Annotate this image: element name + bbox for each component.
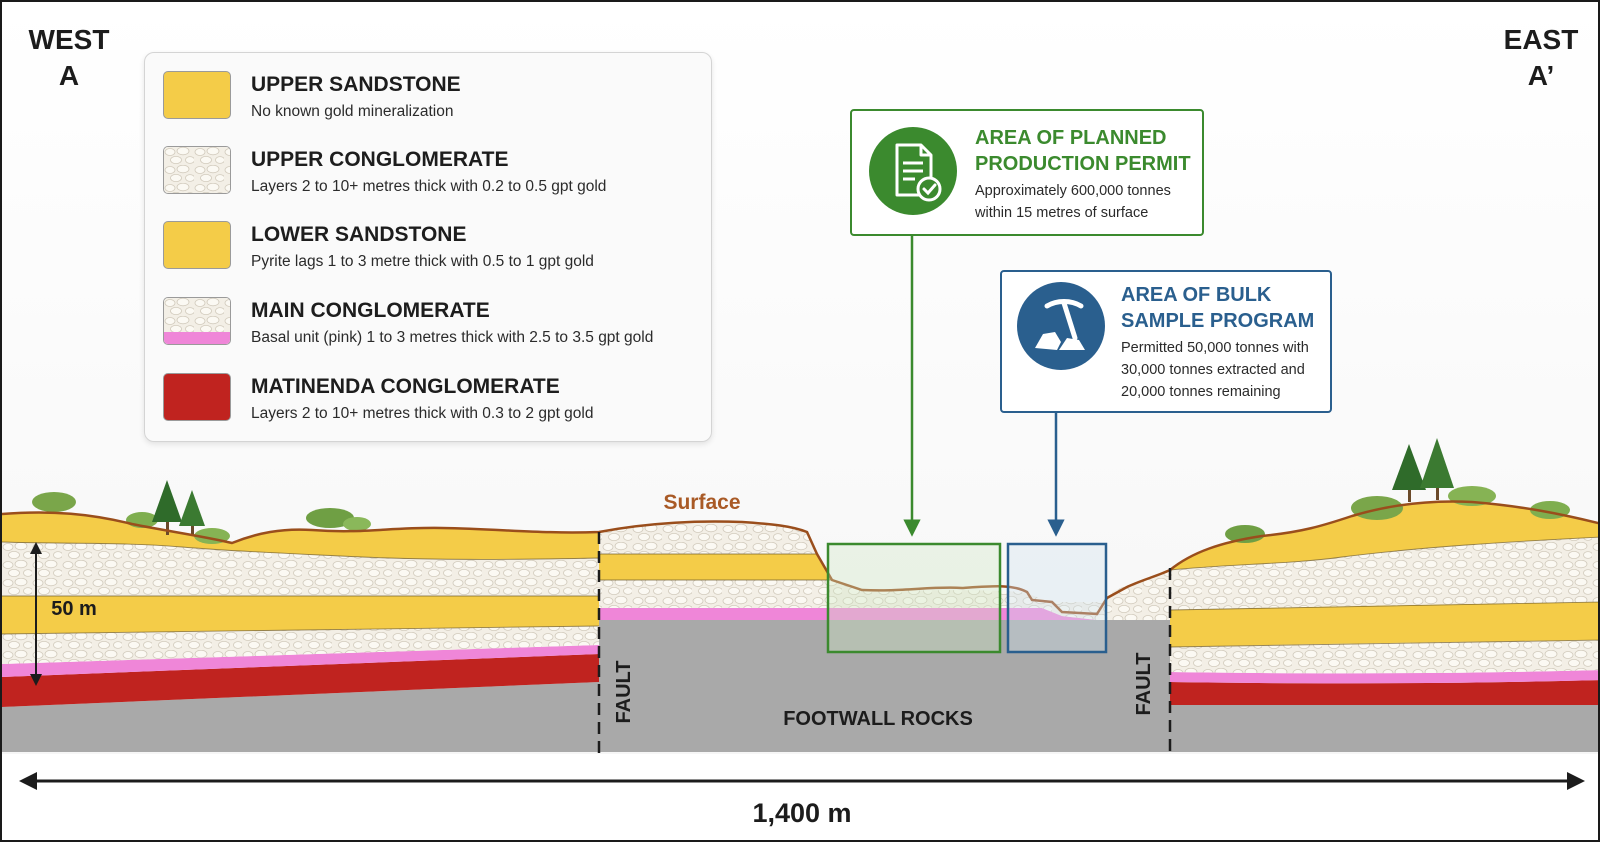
permit-title-line2: PRODUCTION PERMIT <box>975 153 1191 175</box>
bush <box>343 517 371 531</box>
bulk-area-box <box>1006 542 1108 654</box>
west-label-line1: WEST <box>28 24 110 55</box>
legend-title: MATINENDA CONGLOMERATE <box>251 375 560 398</box>
east-label-line1: EAST <box>1503 24 1579 55</box>
width-label: 1,400 m <box>752 798 851 828</box>
permit-area-box <box>826 542 1002 654</box>
east-label: EAST A’ <box>1496 22 1586 94</box>
west-block <box>2 512 599 752</box>
east-main-pink <box>1170 670 1598 684</box>
permit-desc-line1: Approximately 600,000 tonnes <box>975 183 1171 199</box>
pickaxe-rocks-icon <box>1017 282 1105 370</box>
permit-title-line1: AREA OF PLANNED <box>975 127 1167 149</box>
right-fault-label: FAULT <box>1133 653 1155 716</box>
permit-desc-line2: within 15 metres of surface <box>975 205 1149 221</box>
swatch-upper-conglomerate <box>163 146 231 194</box>
document-check-icon <box>869 127 957 215</box>
bottom-strip <box>2 754 1598 840</box>
legend-panel: UPPER SANDSTONE No known gold mineraliza… <box>144 52 712 442</box>
legend-desc: Pyrite lags 1 to 3 metre thick with 0.5 … <box>251 253 594 270</box>
tree <box>1392 444 1426 502</box>
legend-item-lower-sandstone: LOWER SANDSTONE Pyrite lags 1 to 3 metre… <box>163 221 703 279</box>
tree <box>1420 438 1454 500</box>
bulk-desc: Permitted 50,000 tonnes with 30,000 tonn… <box>1121 337 1309 403</box>
bulk-desc-line2: 30,000 tonnes extracted and <box>1121 362 1305 378</box>
west-matinenda-layer <box>2 654 599 707</box>
legend-desc: Layers 2 to 10+ metres thick with 0.2 to… <box>251 178 607 195</box>
bush <box>1225 525 1265 543</box>
bulk-callout: AREA OF BULK SAMPLE PROGRAM Permitted 50… <box>1000 270 1332 413</box>
bulk-title: AREA OF BULK SAMPLE PROGRAM <box>1121 282 1314 334</box>
west-main-conglomerate <box>2 626 599 664</box>
west-main-pink <box>2 645 599 677</box>
depth-label: 50 m <box>51 598 97 620</box>
legend-desc: Layers 2 to 10+ metres thick with 0.3 to… <box>251 405 594 422</box>
east-pit-slope <box>1112 570 1170 610</box>
legend-title: UPPER CONGLOMERATE <box>251 148 509 171</box>
permit-callout: AREA OF PLANNED PRODUCTION PERMIT Approx… <box>850 109 1204 236</box>
swatch-lower-sandstone <box>163 221 231 269</box>
bulk-desc-line3: 20,000 tonnes remaining <box>1121 384 1281 400</box>
west-label: WEST A <box>24 22 114 94</box>
swatch-upper-sandstone <box>163 71 231 119</box>
bulk-title-line2: SAMPLE PROGRAM <box>1121 310 1315 332</box>
east-block <box>1112 501 1598 752</box>
west-footwall <box>2 682 599 752</box>
surface-line <box>2 500 1598 616</box>
legend-item-main-conglomerate: MAIN CONGLOMERATE Basal unit (pink) 1 to… <box>163 297 703 355</box>
legend-title: UPPER SANDSTONE <box>251 73 461 96</box>
west-upper-sandstone <box>2 512 599 560</box>
bush <box>306 508 354 528</box>
central-lower-sandstone <box>599 554 832 580</box>
tree <box>179 490 205 536</box>
bush <box>32 492 76 512</box>
bulk-title-line1: AREA OF BULK <box>1121 284 1272 306</box>
west-lower-sandstone <box>2 596 599 634</box>
legend-title: MAIN CONGLOMERATE <box>251 299 490 322</box>
surface-label: Surface <box>663 491 740 514</box>
east-upper-conglomerate <box>1170 537 1598 610</box>
legend-item-upper-conglomerate: UPPER CONGLOMERATE Layers 2 to 10+ metre… <box>163 146 703 204</box>
central-main-conglomerate <box>599 580 1170 620</box>
east-matinenda-layer <box>1170 680 1598 705</box>
swatch-main-conglomerate <box>163 297 231 345</box>
bulk-desc-line1: Permitted 50,000 tonnes with <box>1121 340 1309 356</box>
east-label-line2: A’ <box>1527 60 1555 91</box>
permit-desc: Approximately 600,000 tonnes within 15 m… <box>975 180 1171 224</box>
legend-item-upper-sandstone: UPPER SANDSTONE No known gold mineraliza… <box>163 71 703 129</box>
legend-desc: Basal unit (pink) 1 to 3 metres thick wi… <box>251 329 654 346</box>
west-label-line2: A <box>58 60 80 91</box>
bush <box>1351 496 1403 520</box>
east-lower-sandstone <box>1170 602 1598 647</box>
legend-desc: No known gold mineralization <box>251 103 454 120</box>
swatch-matinenda-conglomerate <box>163 373 231 421</box>
legend-item-matinenda-conglomerate: MATINENDA CONGLOMERATE Layers 2 to 10+ m… <box>163 373 703 431</box>
west-upper-conglomerate <box>2 542 599 596</box>
central-main-pink <box>599 608 1170 620</box>
permit-title: AREA OF PLANNED PRODUCTION PERMIT <box>975 125 1191 177</box>
left-fault-label: FAULT <box>613 661 635 724</box>
east-main-conglomerate <box>1170 640 1598 674</box>
central-upper-conglomerate <box>599 521 817 554</box>
east-upper-sandstone <box>1170 501 1598 570</box>
legend-title: LOWER SANDSTONE <box>251 223 467 246</box>
tree <box>152 480 182 535</box>
east-footwall <box>1170 705 1598 752</box>
footwall-label: FOOTWALL ROCKS <box>783 708 973 730</box>
